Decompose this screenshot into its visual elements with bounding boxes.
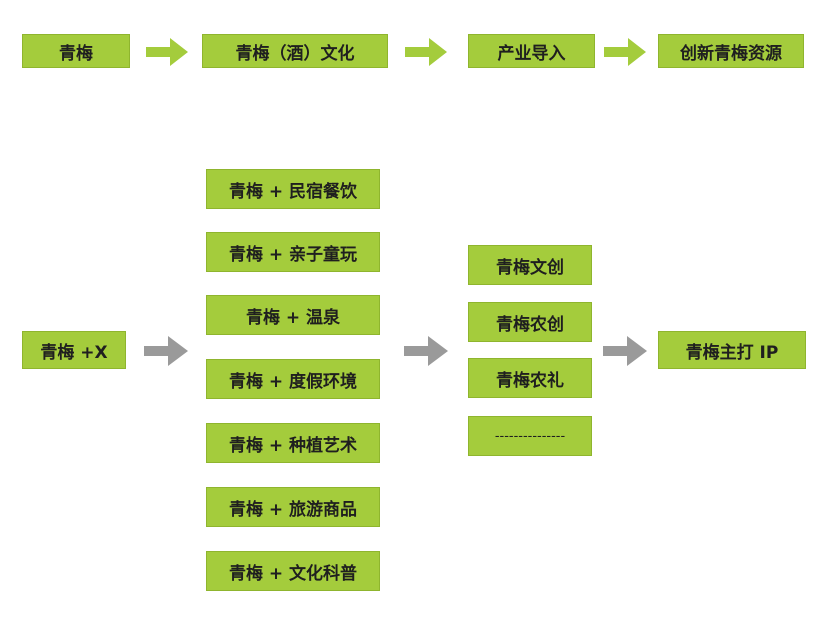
top-step-2: 青梅（酒）文化 (202, 34, 388, 68)
product-box: 青梅农创 (468, 302, 592, 342)
result-box: 青梅主打 IP (658, 331, 806, 369)
arrow-right-icon (604, 38, 646, 66)
combination-box: 青梅 + 民宿餐饮 (206, 169, 380, 209)
top-step-3: 产业导入 (468, 34, 595, 68)
arrow-right-icon (404, 336, 448, 366)
arrow-right-icon (405, 38, 447, 66)
arrow-right-icon (146, 38, 188, 66)
combination-box: 青梅 + 文化科普 (206, 551, 380, 591)
arrow-right-icon (144, 336, 188, 366)
arrow-right-icon (603, 336, 647, 366)
combination-box: 青梅 + 度假环境 (206, 359, 380, 399)
top-step-1: 青梅 (22, 34, 130, 68)
combination-box: 青梅 + 亲子童玩 (206, 232, 380, 272)
combination-box: 青梅 + 温泉 (206, 295, 380, 335)
product-box: 青梅文创 (468, 245, 592, 285)
combination-box: 青梅 + 种植艺术 (206, 423, 380, 463)
source-box: 青梅 +X (22, 331, 126, 369)
top-step-4: 创新青梅资源 (658, 34, 804, 68)
combination-box: 青梅 + 旅游商品 (206, 487, 380, 527)
product-box: --------------- (468, 416, 592, 456)
product-box: 青梅农礼 (468, 358, 592, 398)
